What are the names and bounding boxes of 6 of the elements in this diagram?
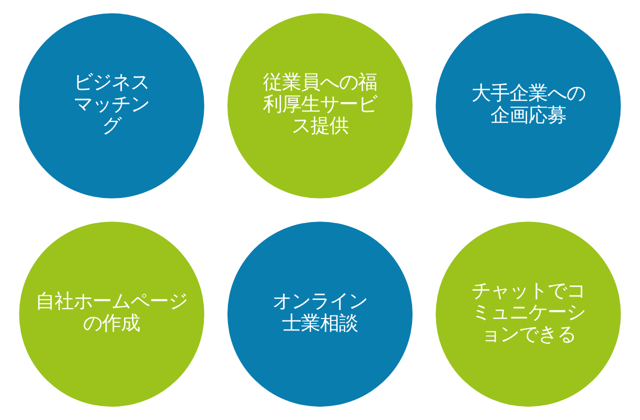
node-circle: 自社ホームページの作成 (19, 222, 204, 407)
node-circle: オンライン士業相談 (227, 222, 413, 407)
node-circle: チャットでコミュニケーションできる (436, 222, 621, 407)
node-circle: 大手企業への企画応募 (436, 13, 621, 198)
node-circle: 従業員への福利厚生サービス提供 (227, 13, 413, 198)
node-circle: ビジネスマッチング (19, 13, 204, 198)
